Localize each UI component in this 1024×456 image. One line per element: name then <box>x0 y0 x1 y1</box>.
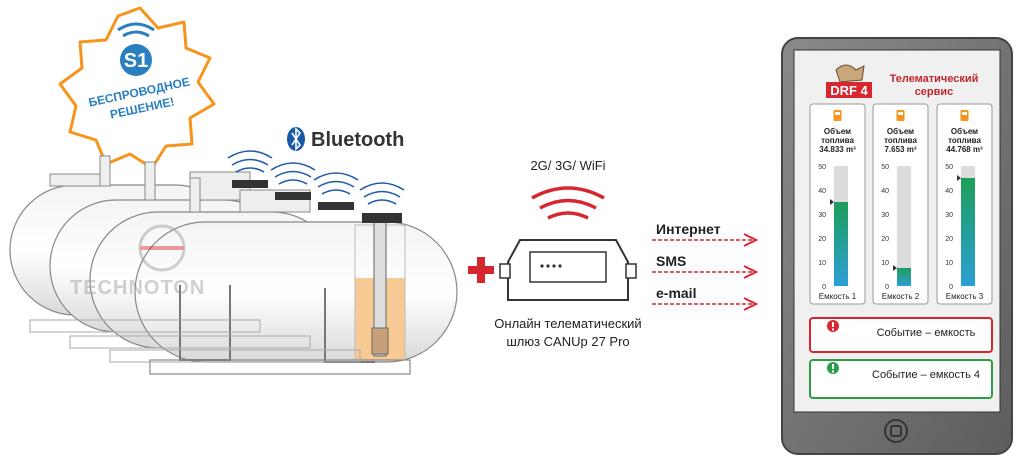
tank-axis-tick: 40 <box>818 188 826 195</box>
tank-axis-tick: 30 <box>881 212 889 219</box>
tank-axis-tick: 50 <box>945 164 953 171</box>
tank-axis-tick: 20 <box>818 236 826 243</box>
badge-star-shape <box>58 6 216 170</box>
alarm-icon <box>827 320 839 332</box>
sensor-3 <box>313 172 359 210</box>
tank-volume-value: 7.653 m³ <box>884 145 916 154</box>
sensor-4 <box>359 182 405 223</box>
channels: Интернет SMS e-mail <box>652 221 759 311</box>
tank-axis-tick: 40 <box>881 188 889 195</box>
arrow-right-icon <box>652 297 759 311</box>
tank-volume-label: топлива <box>821 136 854 145</box>
fuel-pump-window <box>835 112 840 115</box>
tank-axis-tick: 20 <box>881 236 889 243</box>
tank-volume-value: 34.833 m³ <box>819 145 856 154</box>
s1-logo-icon: S1 <box>117 22 155 76</box>
gateway-device-icon <box>499 239 637 301</box>
tank-name: Емкость 1 <box>819 292 857 301</box>
tank-volume-label: Объем <box>887 127 914 136</box>
gateway-caption-line1: Онлайн телематический <box>494 316 641 331</box>
fuel-pump-icon <box>833 110 842 121</box>
channel-internet-label: Интернет <box>656 221 721 237</box>
tank-gauge-track <box>897 166 911 286</box>
tank-axis-tick: 40 <box>945 188 953 195</box>
tank-group: TECHNOTON <box>9 155 458 375</box>
gateway: 2G/ 3G/ WiFi Онлайн телематический шлюз … <box>494 158 641 349</box>
plus-icon <box>468 257 494 283</box>
tank-axis-tick: 0 <box>885 284 889 291</box>
svg-text:S1: S1 <box>124 50 148 72</box>
app-logo: DRF 4 <box>826 64 872 98</box>
tank-gauge-marker <box>893 265 897 271</box>
tank-axis-tick: 50 <box>881 164 889 171</box>
tank-axis-tick: 30 <box>945 212 953 219</box>
app-logo-text: DRF 4 <box>830 83 868 98</box>
app-title-line1: Телематический <box>890 73 979 85</box>
event-alarm-text: Событие – емкость <box>877 327 976 339</box>
tank-volume-label: Объем <box>951 127 978 136</box>
tank-axis-tick: 10 <box>818 260 826 267</box>
fuel-pump-body <box>896 110 905 121</box>
arrow-right-icon <box>652 233 759 247</box>
tank-volume-label: топлива <box>948 136 981 145</box>
tank-gauge-marker <box>830 199 834 205</box>
bluetooth-sensors <box>227 150 405 223</box>
home-button[interactable] <box>884 419 908 443</box>
watermark-text: TECHNOTON <box>70 277 205 299</box>
sensor-2 <box>270 162 316 200</box>
sensor-1 <box>227 150 273 188</box>
tank-axis-tick: 10 <box>945 260 953 267</box>
tank-name: Емкость 3 <box>946 292 984 301</box>
tank-gauge-marker <box>957 175 961 181</box>
tank-gauge-fill <box>897 268 911 286</box>
event-alarm[interactable]: Событие – емкость <box>809 317 993 353</box>
tank-4-front <box>134 221 458 375</box>
fuel-pump-icon <box>896 110 905 121</box>
fuel-pump-window <box>962 112 967 115</box>
channel-email-label: e-mail <box>656 285 696 301</box>
signal-waves-icon <box>531 186 605 220</box>
ok-icon <box>827 362 839 374</box>
network-label: 2G/ 3G/ WiFi <box>530 158 605 173</box>
tank-gauge-fill <box>834 202 848 286</box>
fuel-pump-body <box>960 110 969 121</box>
tank-volume-value: 44.768 m³ <box>946 145 983 154</box>
tank-volume-label: Объем <box>824 127 851 136</box>
tank-name: Емкость 2 <box>882 292 920 301</box>
bluetooth-icon <box>287 127 305 151</box>
wireless-badge: S1 БЕСПРОВОДНОЕ РЕШЕНИЕ! <box>58 6 216 170</box>
tablet: DRF 4 Телематический сервис Объемтоплива… <box>781 37 1013 455</box>
event-ok[interactable]: Событие – емкость 4 <box>809 359 993 399</box>
channel-sms-label: SMS <box>656 253 686 269</box>
tank-gauge-fill <box>961 178 975 286</box>
technoton-watermark: TECHNOTON <box>70 224 205 299</box>
tank-axis-tick: 10 <box>881 260 889 267</box>
fuel-pump-window <box>898 112 903 115</box>
tank-axis-tick: 0 <box>822 284 826 291</box>
tank-volume-label: топлива <box>884 136 917 145</box>
event-ok-text: Событие – емкость 4 <box>872 369 980 381</box>
arrow-right-icon <box>652 265 759 279</box>
fuel-pump-icon <box>960 110 969 121</box>
app-title-line2: сервис <box>915 86 954 98</box>
gateway-caption-line2: шлюз CANUp 27 Pro <box>506 334 629 349</box>
tank-bases <box>29 319 361 363</box>
tank-axis-tick: 30 <box>818 212 826 219</box>
tank-axis-tick: 20 <box>945 236 953 243</box>
bluetooth-text: Bluetooth <box>311 129 404 151</box>
fuel-pump-body <box>833 110 842 121</box>
tank-axis-tick: 50 <box>818 164 826 171</box>
tank-axis-tick: 0 <box>949 284 953 291</box>
bluetooth-label: Bluetooth <box>287 127 404 151</box>
